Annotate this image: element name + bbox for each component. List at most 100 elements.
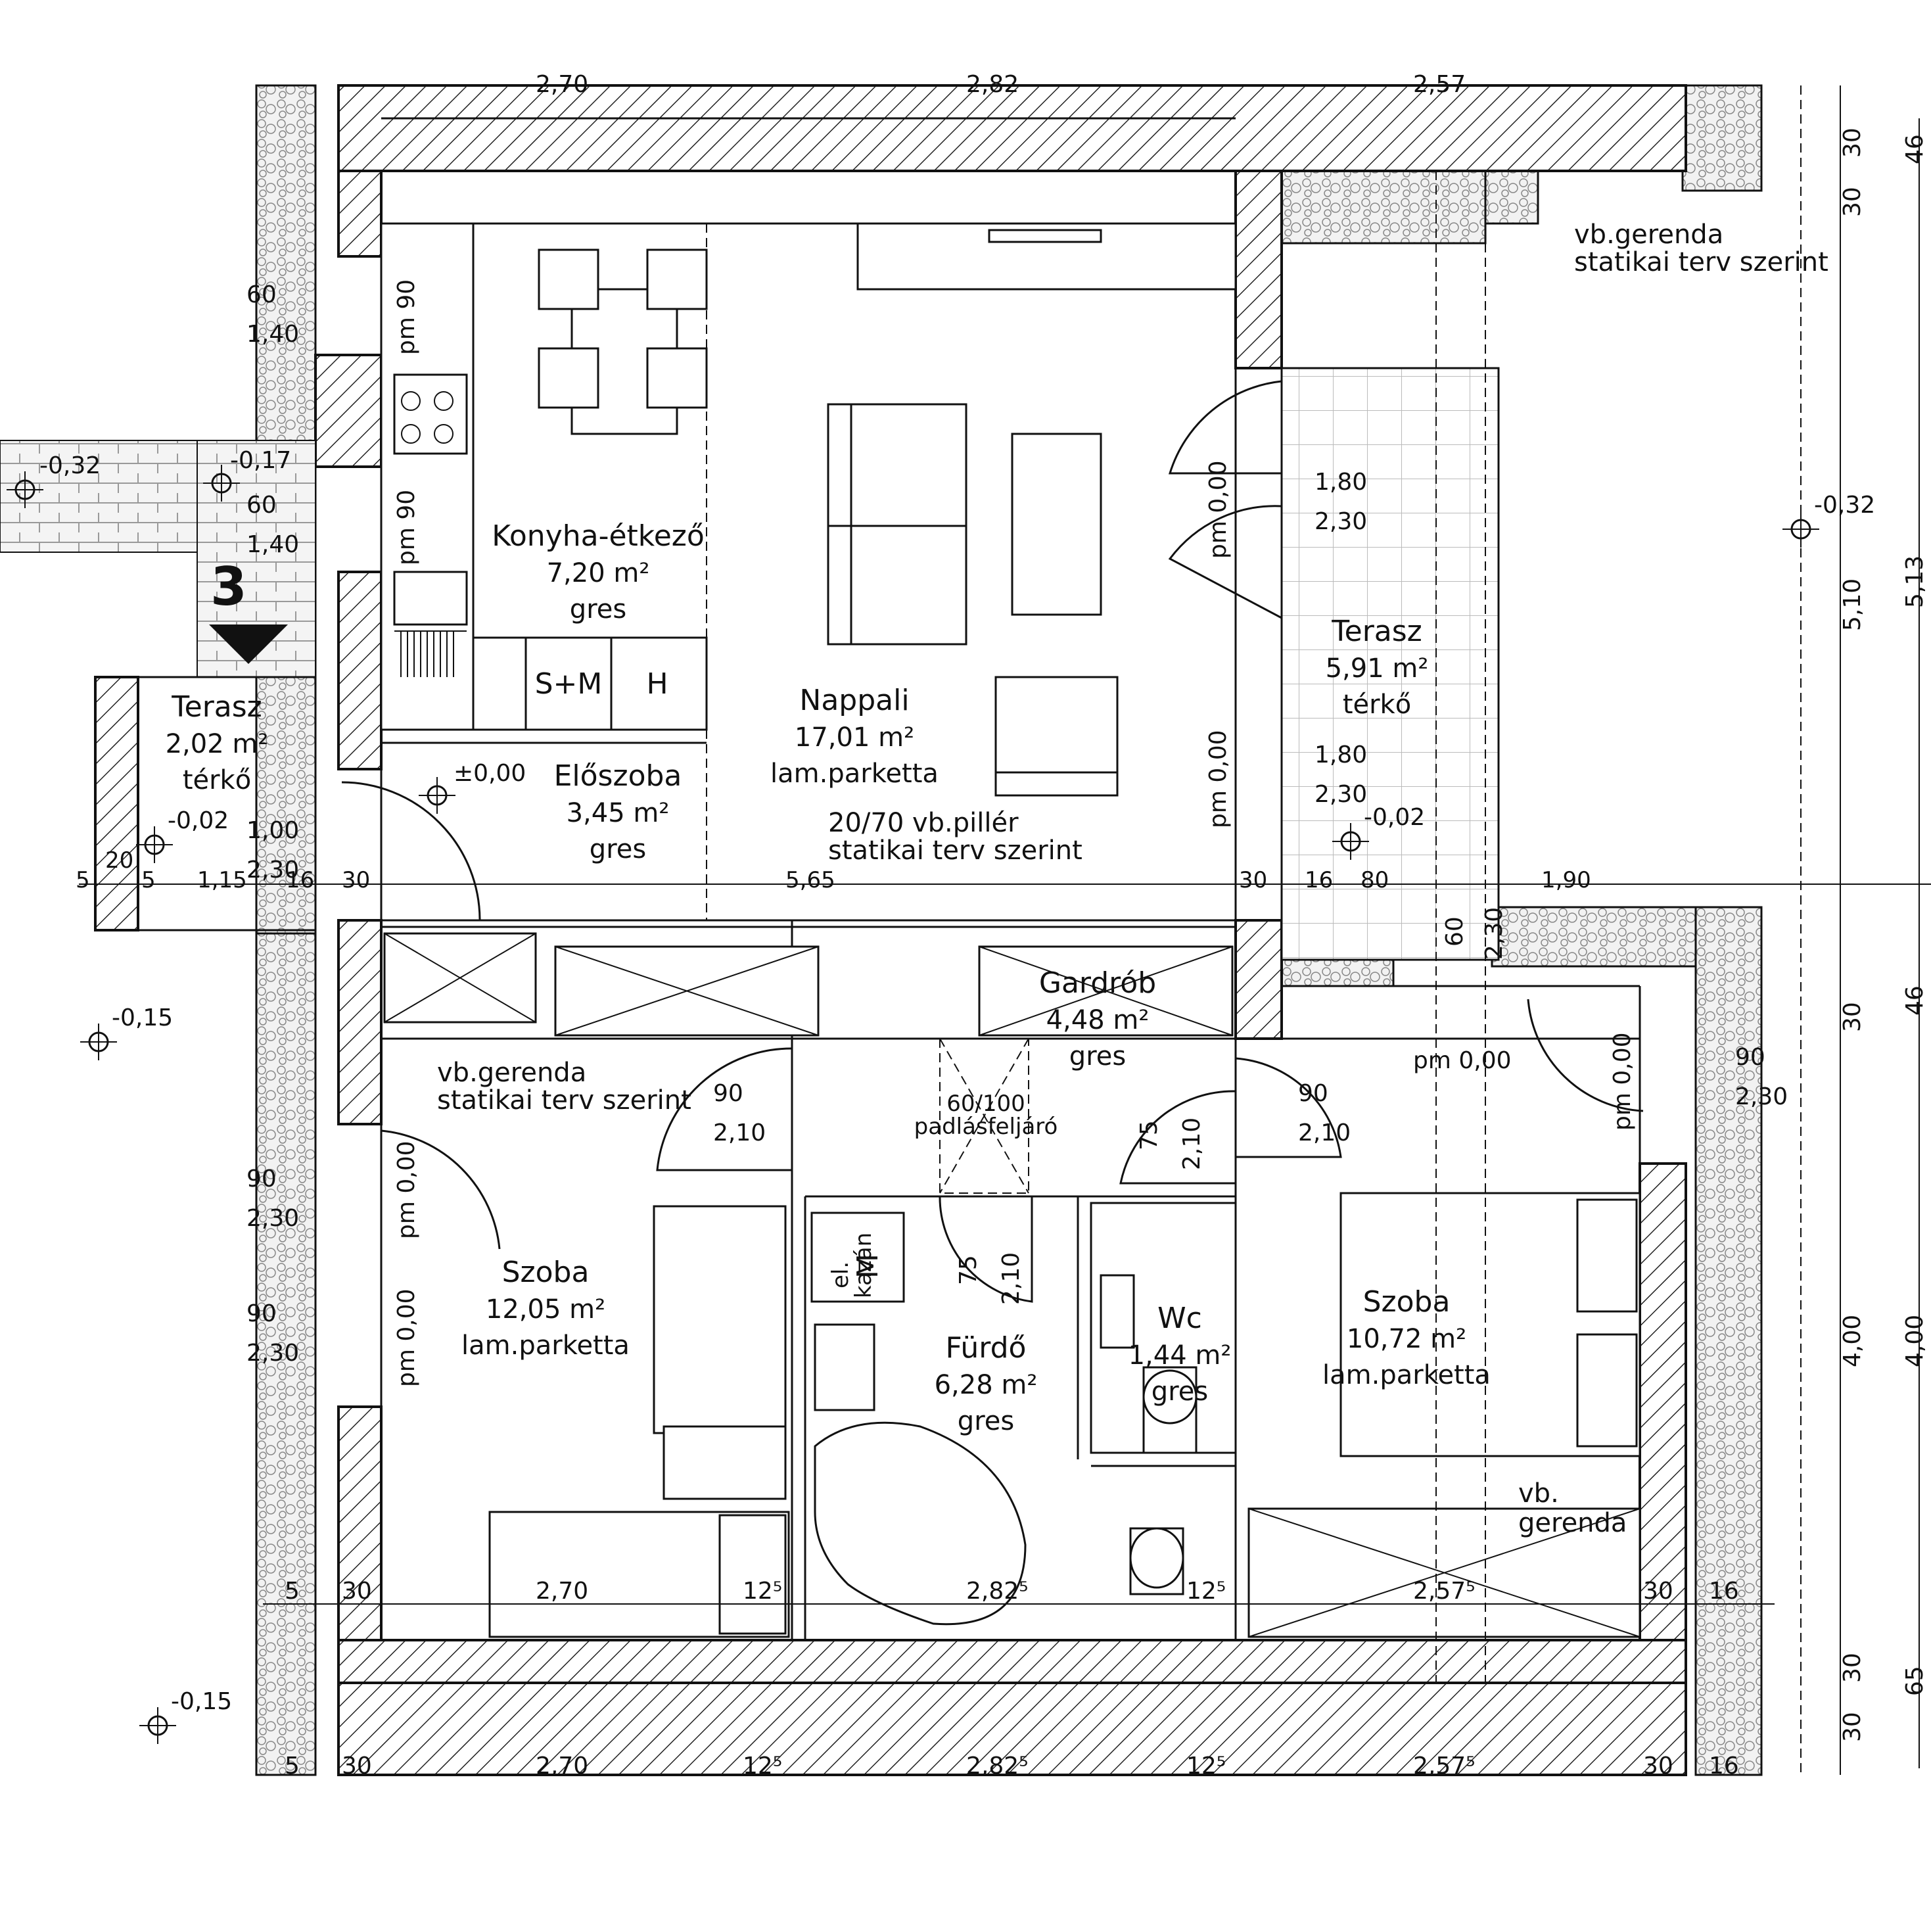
level-label: ±0,00: [454, 760, 526, 787]
note-piller: 20/70 vb.pillér statikai terv szerint: [828, 808, 1082, 866]
window-tag: 90: [1735, 1044, 1765, 1071]
section-mark: 3: [210, 556, 247, 617]
window-tag: 1,40: [246, 531, 299, 558]
dimension-label: 2,82⁵: [966, 1753, 1029, 1779]
window-tag: 1,80: [1314, 742, 1367, 768]
room-floor: lam.parketta: [1322, 1360, 1491, 1390]
level-marker-icon: [1782, 511, 1819, 548]
dimension-label: 5: [285, 1753, 300, 1779]
door-tag: 2,10: [1298, 1119, 1351, 1146]
note-line: gerenda: [1518, 1508, 1627, 1538]
dimension-label: 2,70: [536, 1578, 588, 1605]
window-tag: pm 90: [393, 279, 420, 355]
kazan-label: el.: [827, 1261, 854, 1288]
dimension-label: 2,82⁵: [966, 1578, 1029, 1605]
door-tag: 90: [1298, 1080, 1328, 1107]
note-padlas: 60/100 padlásfeljáró: [914, 1091, 1058, 1140]
room-wc: Wc 1,44 m² gres: [1128, 1302, 1232, 1407]
dimension-label: 16: [286, 867, 314, 893]
dimension-label: 5,13: [1901, 555, 1928, 608]
insulation-layer: [255, 84, 1763, 1776]
dimension-label: 20: [105, 847, 133, 874]
room-nappali: Nappali 17,01 m² lam.parketta: [770, 684, 939, 789]
note-vb-gerenda-top: vb.gerenda statikai terv szerint: [1574, 220, 1828, 277]
level-marker-icon: [80, 1024, 117, 1060]
note-vb-gerenda-right: vb. gerenda: [1518, 1478, 1627, 1538]
dimension-label: 30: [1839, 128, 1866, 158]
room-name: Terasz: [1331, 615, 1422, 648]
dimension-label: 16: [1709, 1578, 1739, 1605]
dimension-label: 4,00: [1839, 1315, 1866, 1367]
room-area: 6,28 m²: [935, 1370, 1038, 1400]
dimension-lines: [79, 85, 1931, 1775]
room-floor: gres: [590, 834, 646, 864]
room-gardrob: Gardrób 4,48 m² gres: [1039, 966, 1156, 1072]
dimension-label: 12⁵: [743, 1753, 782, 1779]
room-floor: lam.parketta: [770, 759, 939, 789]
window-tag: 2,30: [246, 1340, 299, 1367]
door-tag: 1,00: [246, 817, 299, 844]
window-tag: 2,30: [1735, 1083, 1788, 1110]
door-tag: 75: [1136, 1120, 1163, 1150]
dimension-label: 5,10: [1839, 578, 1866, 631]
level-marker-icon: [419, 777, 455, 814]
dimension-label: 2,70: [536, 1753, 588, 1779]
room-area: 5,91 m²: [1326, 653, 1429, 684]
window-tag: pm 0,00: [1413, 1047, 1512, 1074]
window-tag: 60: [246, 281, 277, 308]
door-tag: 2,30: [246, 857, 299, 884]
dimension-label: 30: [1839, 1002, 1866, 1032]
note-line: 20/70 vb.pillér: [828, 808, 1019, 838]
terrace-tiles-right: [1280, 367, 1500, 961]
dimension-label: 5,65: [785, 867, 835, 893]
room-floor: gres: [570, 594, 626, 624]
dimension-label: 46: [1901, 985, 1928, 1016]
note-line: statikai terv szerint: [828, 836, 1082, 866]
room-floor: térkő: [1343, 690, 1411, 720]
note-vb-gerenda-left: vb.gerenda statikai terv szerint: [437, 1058, 691, 1116]
level-markers: [7, 465, 1819, 1744]
dimension-label: 2,82: [966, 71, 1019, 98]
level-label: -0,02: [168, 807, 229, 834]
room-floor: lam.parketta: [461, 1331, 630, 1361]
door-tag: 2,10: [998, 1252, 1025, 1305]
room-eloszoba: Előszoba 3,45 m² gres: [554, 759, 682, 864]
dimension-label: 80: [1361, 867, 1389, 893]
dimension-label: 30: [1839, 1712, 1866, 1742]
window-tag: pm 0,00: [1205, 460, 1232, 559]
bedroom-furniture: [488, 171, 1641, 1683]
living-furniture: [827, 403, 1119, 797]
dimension-label: 30: [1839, 1653, 1866, 1683]
room-floor: gres: [1069, 1041, 1126, 1072]
room-terasz-right: Terasz 5,91 m² térkő: [1326, 615, 1429, 720]
note-line: vb.: [1518, 1478, 1559, 1509]
wardrobes: [383, 932, 1641, 1638]
dimension-label: 5: [76, 867, 90, 893]
appliance-sm-label: S+M: [535, 667, 603, 701]
dimension-label: 30: [1239, 867, 1267, 893]
door-tag: 90: [713, 1080, 743, 1107]
window-tag: pm 0,00: [393, 1288, 420, 1387]
dimension-label: 16: [1305, 867, 1333, 893]
level-marker-icon: [136, 826, 173, 863]
room-floor: gres: [1152, 1377, 1208, 1407]
kazan-mark: M: [851, 1254, 885, 1279]
room-area: 3,45 m²: [567, 798, 670, 828]
room-name: Előszoba: [554, 759, 682, 793]
walls: [314, 84, 1687, 1776]
door-tag: 75: [955, 1255, 982, 1285]
note-line: 60/100: [946, 1091, 1025, 1117]
window-tag: 90: [246, 1300, 277, 1327]
level-label: -0,32: [39, 452, 101, 479]
dimension-label: 2,57⁵: [1413, 1578, 1476, 1605]
level-marker-icon: [203, 465, 240, 502]
room-floor: térkő: [183, 765, 251, 795]
window-tag: pm 0,00: [393, 1141, 420, 1239]
dimension-label: 12⁵: [1186, 1753, 1226, 1779]
dimension-label: 1,90: [1541, 867, 1591, 893]
dimension-label: 12⁵: [743, 1578, 782, 1605]
window-tag: 1,80: [1314, 469, 1367, 496]
room-area: 12,05 m²: [486, 1294, 605, 1325]
level-label: -0,17: [230, 447, 291, 474]
dimension-label: 30: [1643, 1578, 1673, 1605]
